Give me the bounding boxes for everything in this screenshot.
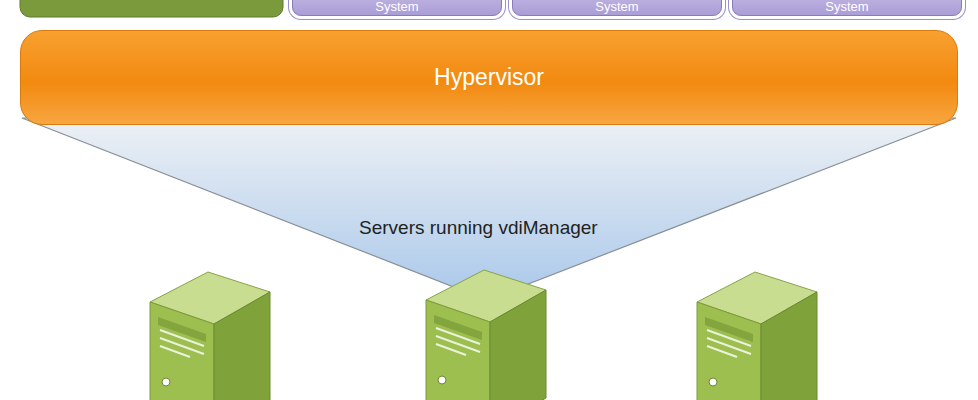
node-label: Hypervisor (434, 64, 544, 91)
green-box (20, 0, 283, 17)
hypervisor-band: Hypervisor (20, 30, 958, 125)
node-label: System (733, 0, 961, 14)
os-box: System (512, 0, 722, 16)
server-icon (150, 272, 270, 400)
node-label: System (513, 0, 721, 14)
node-label: System (293, 0, 501, 14)
os-box: System (732, 0, 962, 16)
os-box: System (292, 0, 502, 16)
caption-label: Servers running vdiManager (359, 217, 598, 239)
server-icon (697, 272, 817, 400)
server-icon (426, 270, 546, 400)
